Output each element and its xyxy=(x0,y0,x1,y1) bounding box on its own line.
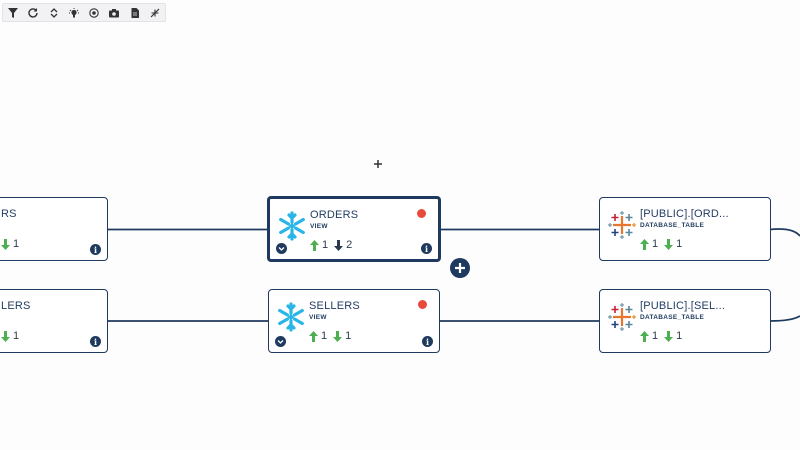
crosshair-icon xyxy=(374,160,382,168)
lineage-node-public-orders[interactable]: [PUBLIC].[ORD... DATABASE_TABLE 1 1 xyxy=(599,197,771,261)
upstream-count: 1 xyxy=(652,330,659,342)
filter-button[interactable] xyxy=(5,5,21,21)
node-counts: 1 xyxy=(1,330,25,342)
downstream-count: 1 xyxy=(676,238,683,250)
lineage-node-sellers[interactable]: SELLERS VIEW 1 1 i xyxy=(268,289,440,353)
node-counts: 1 xyxy=(1,238,25,250)
lineage-node-left-top[interactable]: RS 1 i xyxy=(0,197,108,261)
filter-icon xyxy=(8,7,19,18)
lightbulb-icon xyxy=(68,7,79,17)
node-title: LERS xyxy=(1,300,31,312)
status-error-indicator xyxy=(417,209,426,218)
upstream-count: 1 xyxy=(322,239,329,251)
expand-vertical-icon xyxy=(50,7,58,18)
tableau-icon xyxy=(608,303,636,331)
upstream-count: 1 xyxy=(652,238,659,250)
info-icon[interactable]: i xyxy=(90,244,101,255)
lineage-node-orders[interactable]: ORDERS VIEW 1 2 i xyxy=(267,196,441,262)
center-button[interactable] xyxy=(86,5,102,21)
lineage-node-left-bottom[interactable]: LERS 1 i xyxy=(0,289,108,353)
arrow-down-icon xyxy=(333,330,343,342)
snowflake-icon xyxy=(278,302,304,332)
info-icon[interactable]: i xyxy=(422,336,433,347)
chevron-down-icon xyxy=(278,247,285,251)
node-type: DATABASE_TABLE xyxy=(640,222,705,229)
arrow-down-icon xyxy=(1,330,10,342)
arrow-down-icon xyxy=(334,239,344,251)
collapse-button[interactable] xyxy=(147,5,163,21)
arrow-up-icon xyxy=(309,330,318,342)
upstream-count: 1 xyxy=(321,330,328,342)
collapse-icon xyxy=(150,8,160,17)
node-title: RS xyxy=(1,208,17,220)
downstream-count: 1 xyxy=(345,330,352,342)
node-title: [PUBLIC].[ORD... xyxy=(640,208,729,220)
highlight-button[interactable] xyxy=(66,5,82,21)
status-error-indicator xyxy=(418,300,427,309)
snowflake-icon xyxy=(279,211,305,241)
camera-icon xyxy=(109,8,120,17)
info-icon[interactable]: i xyxy=(421,243,432,254)
expand-vertical-button[interactable] xyxy=(46,5,62,21)
chevron-down-icon xyxy=(277,340,284,344)
arrow-down-icon xyxy=(664,330,674,342)
downstream-count: 1 xyxy=(13,238,20,250)
arrow-up-icon xyxy=(640,330,649,342)
downstream-count: 2 xyxy=(346,239,353,251)
downstream-count: 1 xyxy=(13,330,20,342)
node-title: SELLERS xyxy=(309,300,360,312)
screenshot-button[interactable] xyxy=(106,5,122,21)
node-title: [PUBLIC].[SEL... xyxy=(640,300,726,312)
lineage-node-public-sellers[interactable]: [PUBLIC].[SEL... DATABASE_TABLE 1 1 xyxy=(599,289,771,353)
arrow-up-icon xyxy=(640,238,649,250)
node-counts: 1 1 xyxy=(309,330,357,342)
refresh-button[interactable] xyxy=(25,5,41,21)
node-type: DATABASE_TABLE xyxy=(640,314,705,321)
tableau-icon xyxy=(608,211,636,239)
edge-public-orders-out xyxy=(769,228,800,237)
plus-icon xyxy=(455,263,465,273)
target-icon xyxy=(89,7,99,18)
export-button[interactable] xyxy=(127,5,143,21)
arrow-up-icon xyxy=(310,239,319,251)
expand-columns-button[interactable] xyxy=(276,243,287,254)
info-icon[interactable]: i xyxy=(90,336,101,347)
node-type: VIEW xyxy=(310,223,328,230)
arrow-down-icon xyxy=(664,238,674,250)
node-counts: 1 2 xyxy=(310,239,358,251)
downstream-count: 1 xyxy=(676,330,683,342)
node-title: ORDERS xyxy=(310,209,359,221)
arrow-down-icon xyxy=(1,238,10,250)
node-counts: 1 1 xyxy=(640,330,688,342)
document-icon xyxy=(131,7,139,18)
expand-columns-button[interactable] xyxy=(275,336,286,347)
edge-public-sellers-out xyxy=(769,315,800,322)
refresh-icon xyxy=(28,7,39,18)
graph-toolbar xyxy=(2,3,166,22)
add-lineage-button[interactable] xyxy=(450,258,470,278)
node-type: VIEW xyxy=(309,314,327,321)
node-counts: 1 1 xyxy=(640,238,688,250)
